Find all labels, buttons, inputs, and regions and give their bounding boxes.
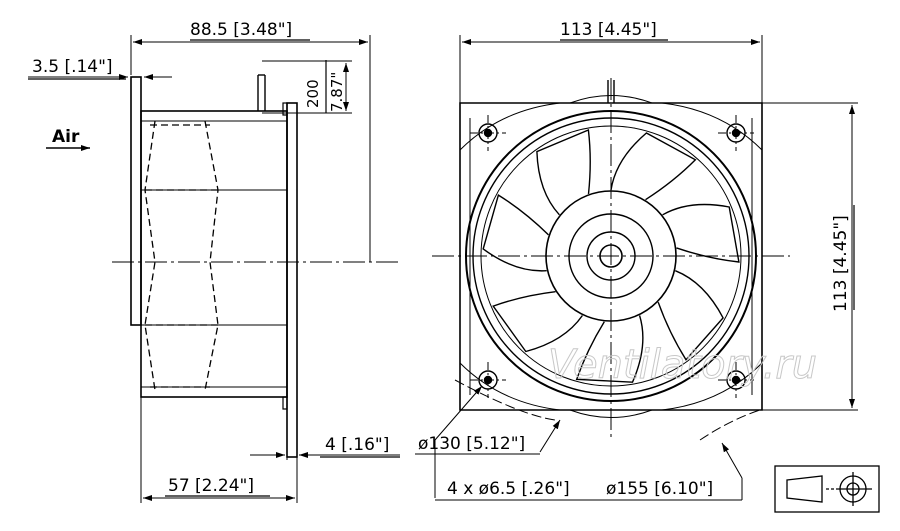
lead-length-inch-label: 7.87" xyxy=(328,72,346,112)
housing-body xyxy=(140,110,288,398)
hole-circle-arc xyxy=(454,379,556,421)
bore-diameter-label: ø130 [5.12"] xyxy=(418,434,525,454)
fan-blade xyxy=(610,132,697,201)
frame-width-label: 113 [4.45"] xyxy=(560,20,657,40)
lead-wires xyxy=(257,74,266,111)
hole-centerlines xyxy=(470,115,754,398)
dim-body-length xyxy=(140,397,298,503)
frame-height-label: 113 [4.45"] xyxy=(831,215,851,312)
fan-blade xyxy=(657,270,724,361)
dim-flange-thickness xyxy=(250,409,400,460)
front-lip xyxy=(130,76,142,326)
dim-front-offset xyxy=(28,74,172,80)
mounting-holes-label: 4 x ø6.5 [.26"] xyxy=(447,479,570,499)
first-angle-projection-icon xyxy=(774,465,880,513)
front-centerlines xyxy=(432,78,790,438)
fan-blades xyxy=(482,128,740,383)
body-length-label: 57 [2.24"] xyxy=(168,476,254,496)
side-view xyxy=(130,74,298,458)
front-offset-label: 3.5 [.14"] xyxy=(32,57,113,77)
hidden-blade xyxy=(144,120,219,391)
lead-length-label: 200 xyxy=(304,79,322,108)
dim-overall-length xyxy=(130,35,371,262)
airflow-indicator: Air xyxy=(46,127,90,151)
fan-blade xyxy=(662,203,740,263)
watermark: Ventilatory.ru xyxy=(548,342,817,388)
overall-length-label: 88.5 [3.48"] xyxy=(190,20,292,40)
dim-lead-length xyxy=(262,60,352,114)
fan-blade xyxy=(575,315,644,383)
hole-circle-label: ø155 [6.10"] xyxy=(606,479,713,499)
fan-blade xyxy=(482,194,549,272)
fan-blade xyxy=(492,291,583,353)
airflow-label: Air xyxy=(52,127,80,147)
dim-frame-height xyxy=(762,102,858,411)
callout-leaders xyxy=(415,385,743,501)
dim-frame-width xyxy=(459,35,763,103)
mounting-flange xyxy=(286,102,298,458)
flange-thickness-label: 4 [.16"] xyxy=(325,435,389,455)
fan-blade xyxy=(536,128,591,216)
